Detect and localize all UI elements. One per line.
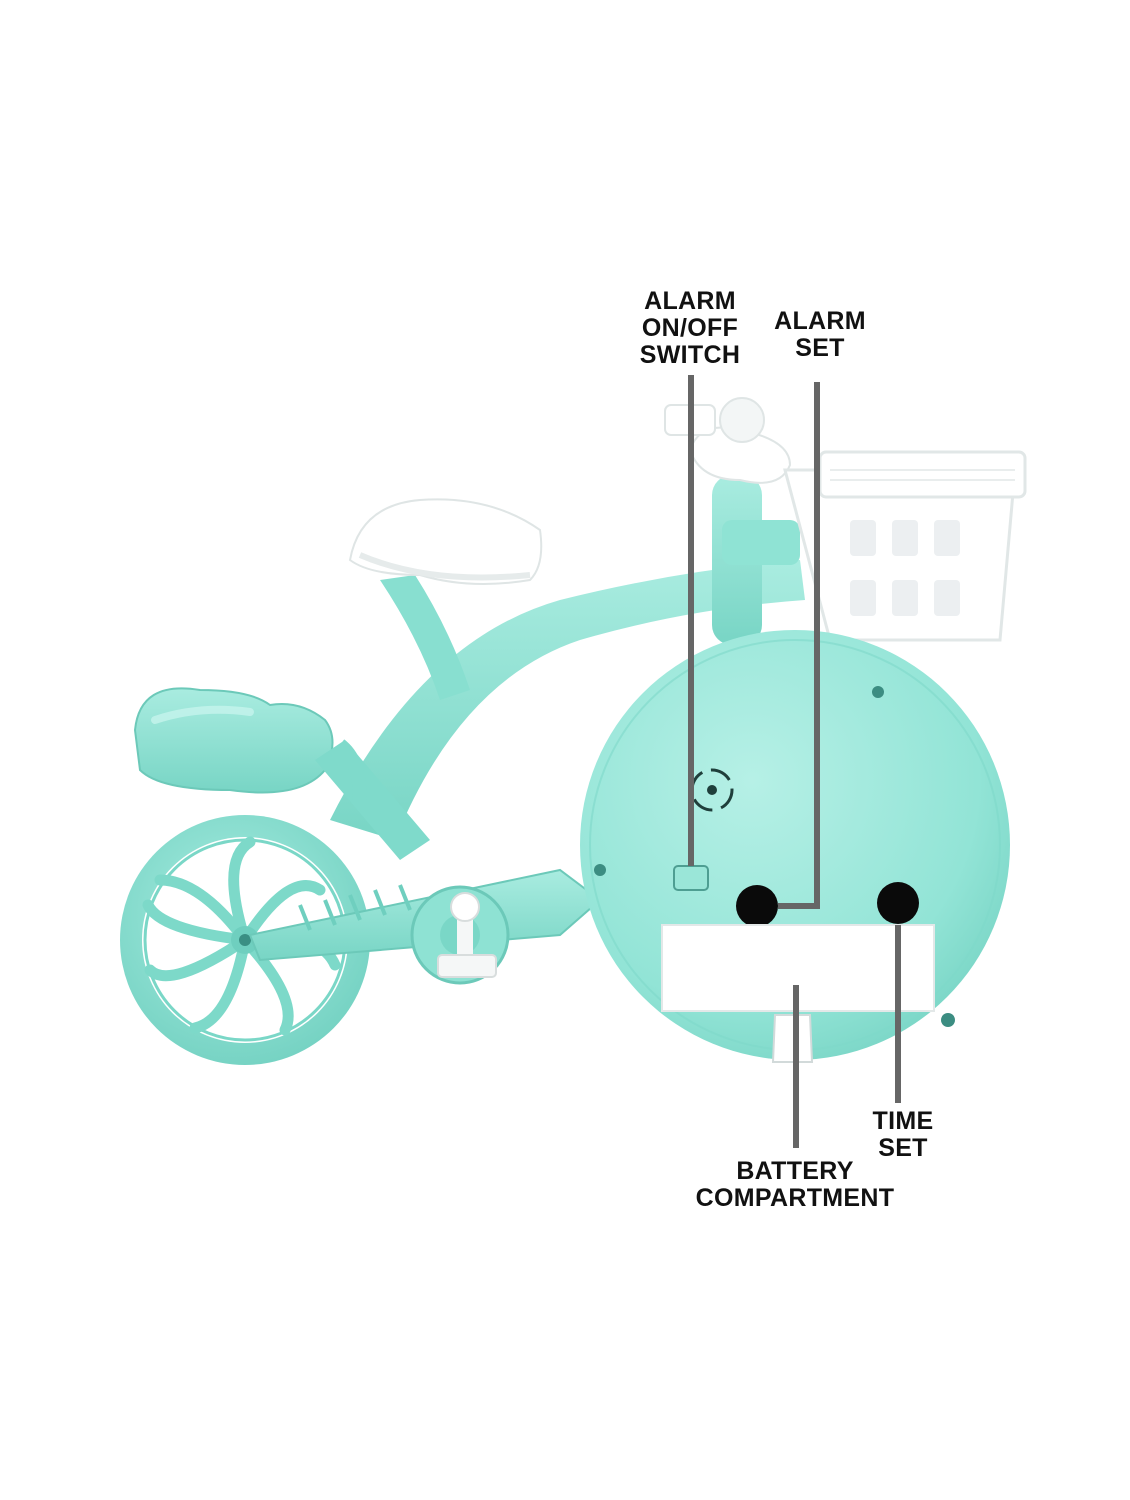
time-set-button[interactable] [877,882,919,924]
time-set-label-line1: TIME [872,1107,934,1135]
battery-compartment-label: BATTERY COMPARTMENT [660,1158,930,1212]
alarm-set-label-line1: ALARM [774,307,866,335]
time-set-label-line2: SET [878,1134,928,1162]
rear-wheel [120,815,370,1065]
alarm-switch-label: ALARM ON/OFF SWITCH [620,288,760,369]
time-set-label: TIME SET [848,1108,958,1162]
alarm-set-label-line2: SET [795,334,845,362]
alarm-on-off-switch[interactable] [673,865,709,891]
battery-label-line2: COMPARTMENT [695,1184,895,1212]
alarm-set-label: ALARM SET [760,308,880,362]
handlebar [664,397,800,645]
leader-lines [688,375,901,1148]
battery-label-line1: BATTERY [736,1157,854,1185]
alarm-switch-label-line3: SWITCH [639,341,741,369]
alarm-set-button[interactable] [736,885,778,927]
alarm-switch-label-line2: ON/OFF [641,314,739,342]
rear-fender [133,687,334,794]
alarm-switch-label-line1: ALARM [644,287,736,315]
seat [348,498,543,585]
basket [783,450,1027,642]
pedal [437,892,497,978]
